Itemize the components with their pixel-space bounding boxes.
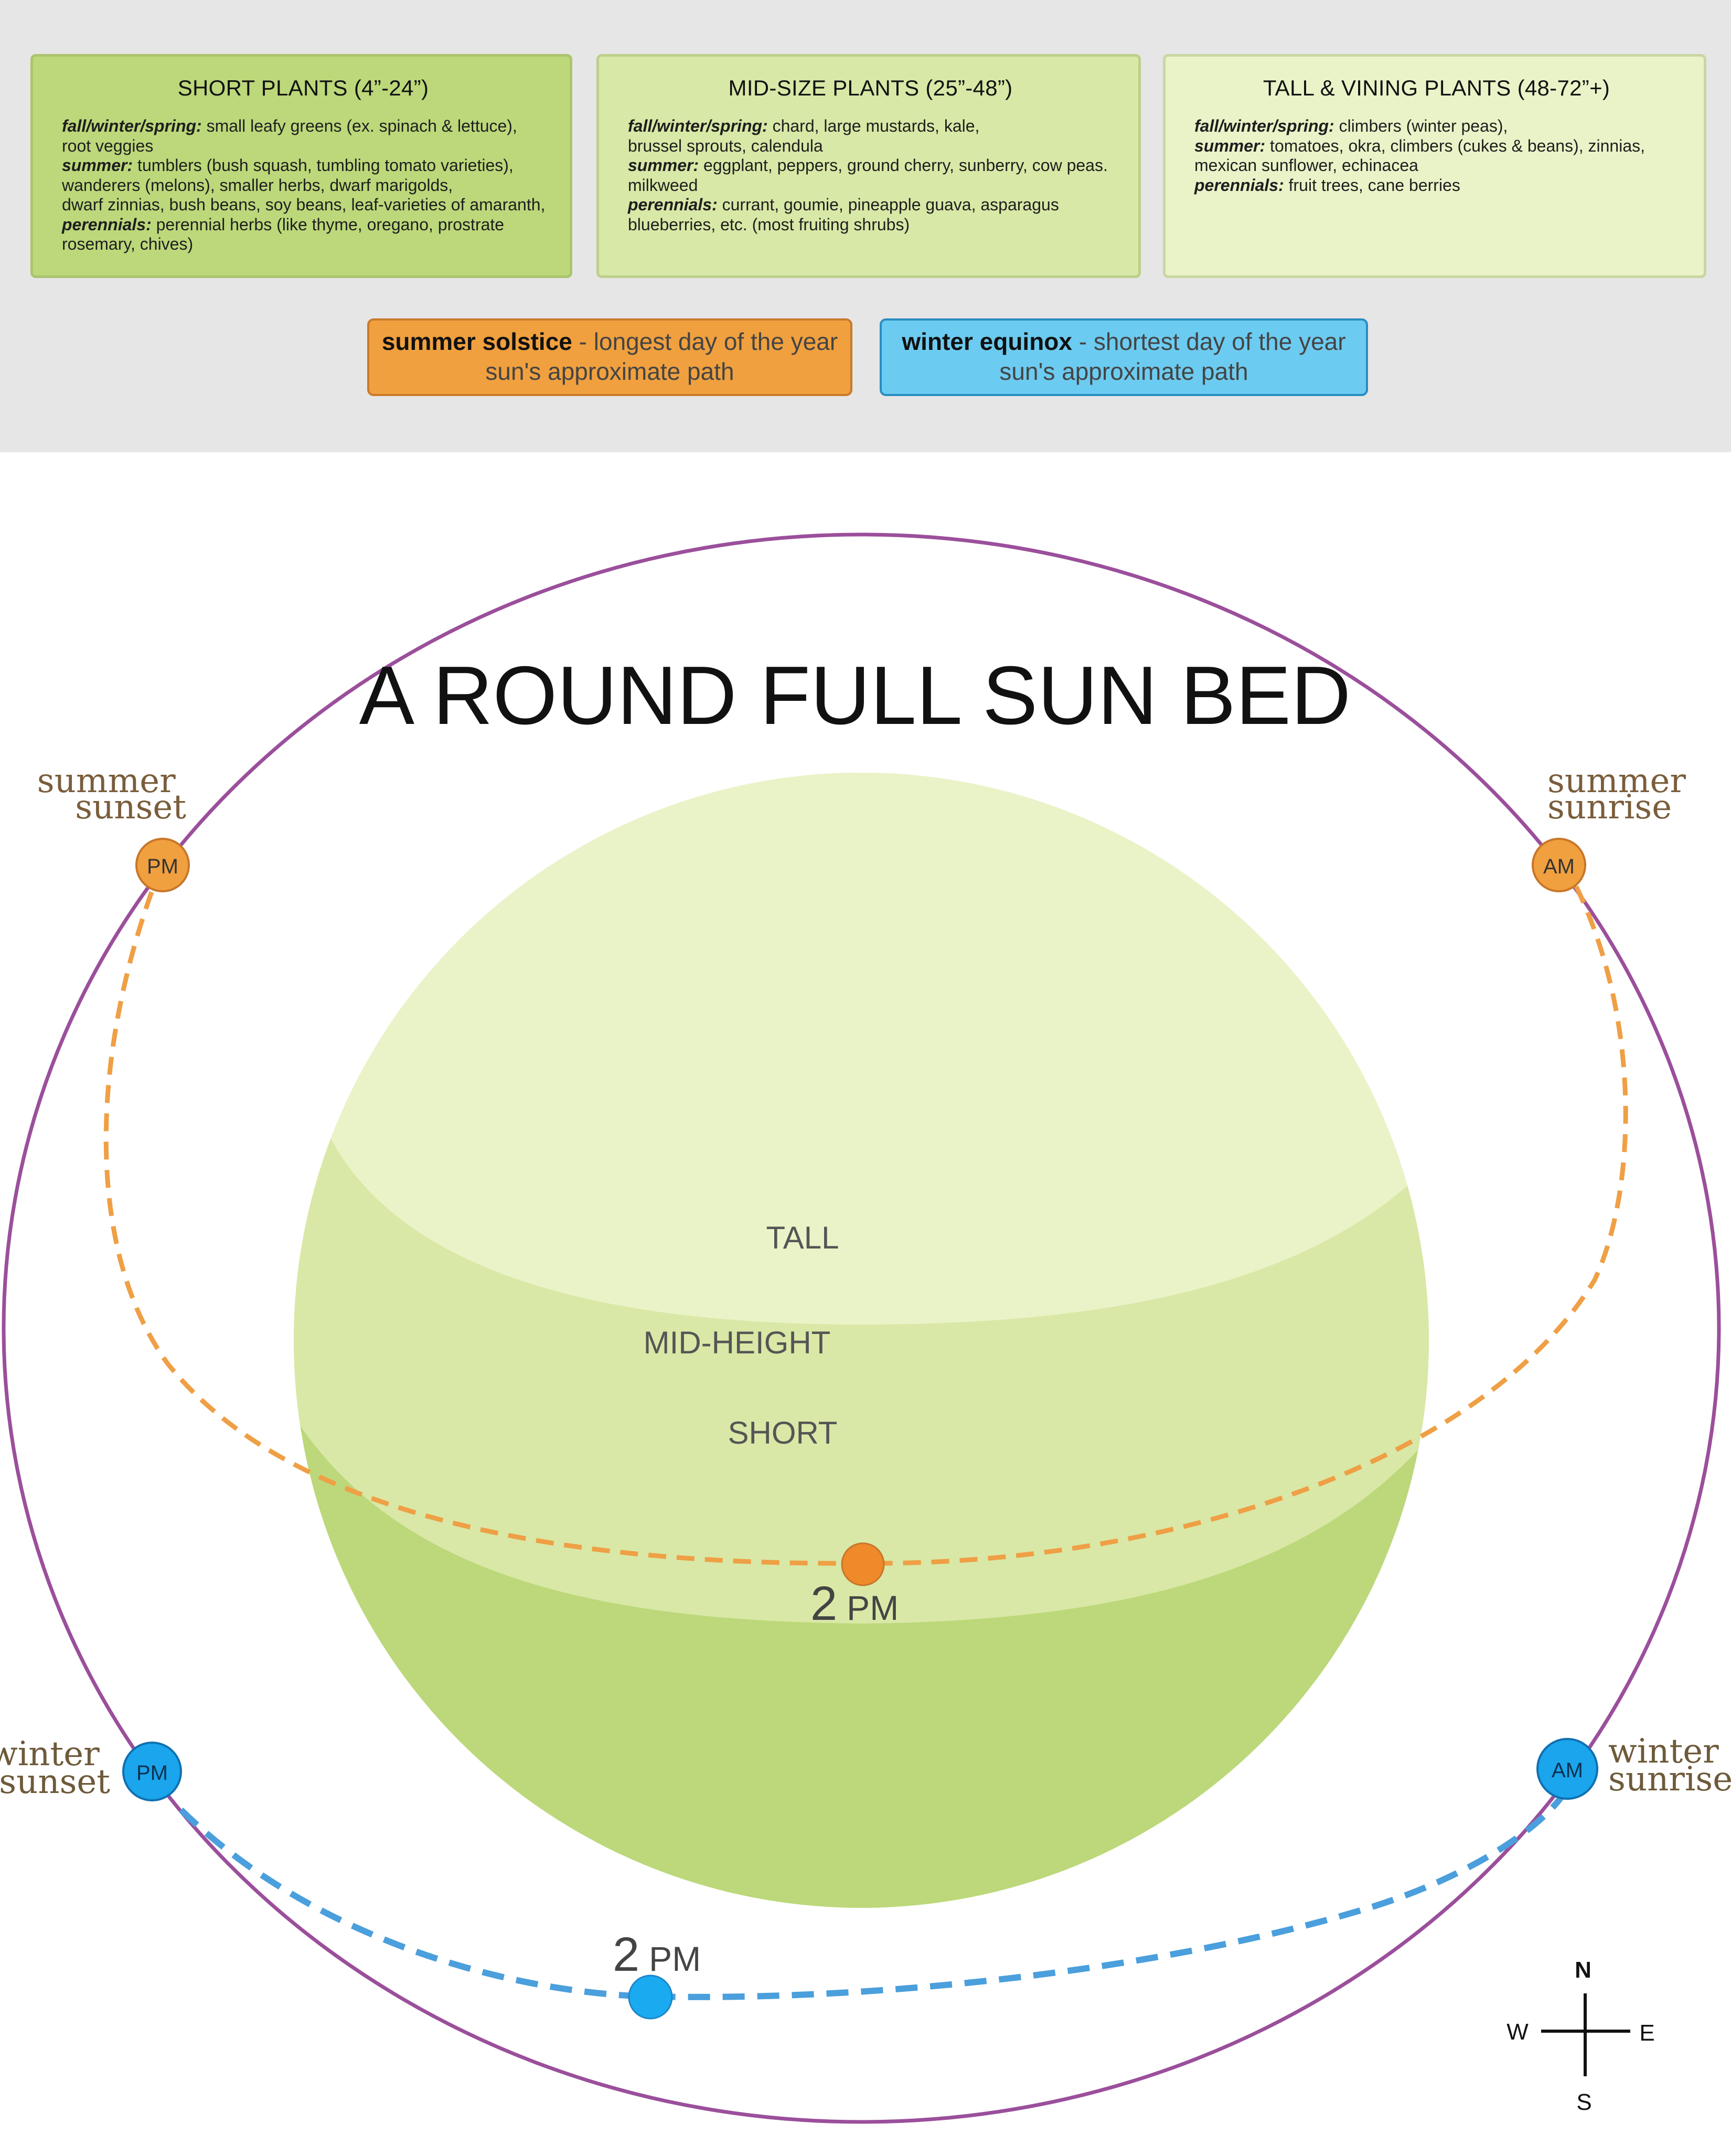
zone-label-tall: TALL bbox=[766, 1220, 839, 1255]
legend-line: winter equinox - shortest day of the yea… bbox=[882, 327, 1366, 357]
zone-label-short: SHORT bbox=[728, 1415, 838, 1450]
legend-separator: - bbox=[1072, 328, 1094, 355]
card-line: summer: eggplant, peppers, ground cherry… bbox=[628, 156, 1113, 176]
card-title: MID-SIZE PLANTS (25”-48”) bbox=[728, 76, 1013, 100]
card-line: fall/winter/spring: small leafy greens (… bbox=[62, 116, 544, 136]
legend-description: longest day of the year bbox=[593, 328, 838, 355]
compass-north: N bbox=[1575, 1957, 1591, 1983]
summer-sunset-sun bbox=[135, 838, 190, 892]
compass-east: E bbox=[1639, 2020, 1654, 2046]
plant-list-text: climbers (winter peas), bbox=[1334, 116, 1508, 135]
season-label: fall/winter/spring: bbox=[1194, 116, 1334, 135]
plant-list-text: rosemary, chives) bbox=[62, 234, 194, 253]
card-body: fall/winter/spring: climbers (winter pea… bbox=[1194, 116, 1679, 195]
winter-sunset-marker: PM bbox=[136, 1762, 168, 1785]
legend-winter-equinox: winter equinox - shortest day of the yea… bbox=[880, 318, 1368, 396]
legend-key: winter equinox bbox=[902, 328, 1072, 355]
plant-list-text: chard, large mustards, kale, bbox=[767, 116, 980, 135]
compass-west: W bbox=[1506, 2019, 1529, 2045]
plant-list-text: small leafy greens (ex. spinach & lettuc… bbox=[201, 116, 517, 135]
card-title: SHORT PLANTS (4”-24”) bbox=[177, 76, 429, 100]
outer-ring bbox=[2, 532, 1721, 2124]
plant-list-text: fruit trees, cane berries bbox=[1284, 175, 1460, 195]
garden-bed bbox=[294, 773, 1429, 1908]
legend-summer-solstice: summer solstice - longest day of the yea… bbox=[367, 318, 852, 396]
summer-sunrise-marker: AM bbox=[1543, 855, 1575, 878]
season-label: perennials: bbox=[628, 195, 718, 214]
plant-list-text: eggplant, peppers, ground cherry, sunber… bbox=[699, 156, 1108, 175]
legend-separator: - bbox=[572, 328, 594, 355]
card-title: TALL & VINING PLANTS (48-72”+) bbox=[1263, 76, 1610, 100]
winter-sun-path bbox=[178, 1785, 1572, 2000]
summer-2pm-sun bbox=[841, 1542, 885, 1586]
zone-tall-fill bbox=[294, 773, 1429, 1325]
card-short-plants: SHORT PLANTS (4”-24”) fall/winter/spring… bbox=[30, 54, 572, 278]
plant-list-text: tomatoes, okra, climbers (cukes & beans)… bbox=[1265, 136, 1645, 155]
compass-rose: N S W E bbox=[1506, 1957, 1654, 2115]
season-label: summer: bbox=[628, 156, 699, 175]
season-label: perennials: bbox=[62, 215, 152, 234]
card-line: mexican sunflower, echinacea bbox=[1194, 156, 1679, 176]
card-line: perennials: perennial herbs (like thyme,… bbox=[62, 215, 544, 235]
legend-line: summer solstice - longest day of the yea… bbox=[369, 327, 850, 357]
plant-list-text: brussel sprouts, calendula bbox=[628, 136, 823, 155]
card-body: fall/winter/spring: chard, large mustard… bbox=[628, 116, 1113, 234]
summer-sunset-label: summer sunset bbox=[37, 762, 187, 827]
winter-sunrise-sun bbox=[1536, 1738, 1598, 1800]
card-line: perennials: fruit trees, cane berries bbox=[1194, 176, 1679, 196]
plant-list-text: milkweed bbox=[628, 175, 698, 195]
winter-sunset-label: winter sunset bbox=[0, 1735, 110, 1801]
season-label: summer: bbox=[62, 156, 133, 175]
card-line: fall/winter/spring: chard, large mustard… bbox=[628, 116, 1113, 136]
compass-south: S bbox=[1576, 2089, 1591, 2115]
plant-list-text: root veggies bbox=[62, 136, 154, 155]
card-line: summer: tumblers (bush squash, tumbling … bbox=[62, 156, 544, 176]
card-line: blueberries, etc. (most fruiting shrubs) bbox=[628, 215, 1113, 235]
winter-2pm-sun bbox=[628, 1974, 673, 2020]
plant-list-text: dwarf zinnias, bush beans, soy beans, le… bbox=[62, 195, 546, 214]
winter-sunrise-label: winter sunrise bbox=[1608, 1732, 1731, 1799]
legend-description: shortest day of the year bbox=[1093, 328, 1346, 355]
card-mid-size-plants: MID-SIZE PLANTS (25”-48”) fall/winter/sp… bbox=[596, 54, 1141, 278]
plant-list-text: blueberries, etc. (most fruiting shrubs) bbox=[628, 215, 910, 234]
card-tall-vining-plants: TALL & VINING PLANTS (48-72”+) fall/wint… bbox=[1163, 54, 1706, 278]
winter-sunset-sun bbox=[122, 1742, 182, 1801]
card-body: fall/winter/spring: small leafy greens (… bbox=[62, 116, 546, 254]
summer-sunset-marker: PM bbox=[147, 855, 178, 878]
card-line: wanderers (melons), smaller herbs, dwarf… bbox=[62, 176, 544, 196]
plant-list-text: currant, goumie, pineapple guava, aspara… bbox=[717, 195, 1059, 214]
season-label: fall/winter/spring: bbox=[628, 116, 768, 135]
season-label: summer: bbox=[1194, 136, 1266, 155]
card-line: rosemary, chives) bbox=[62, 234, 544, 254]
diagram-title: A ROUND FULL SUN BED bbox=[359, 649, 1351, 742]
card-line: fall/winter/spring: climbers (winter pea… bbox=[1194, 116, 1679, 136]
card-line: root veggies bbox=[62, 136, 544, 156]
summer-sunrise-label: summer sunrise bbox=[1547, 762, 1696, 827]
season-label: perennials: bbox=[1194, 175, 1284, 195]
plant-list-text: tumblers (bush squash, tumbling tomato v… bbox=[133, 156, 514, 175]
card-line: perennials: currant, goumie, pineapple g… bbox=[628, 195, 1113, 215]
season-label: fall/winter/spring: bbox=[62, 116, 202, 135]
plant-list-text: wanderers (melons), smaller herbs, dwarf… bbox=[62, 175, 453, 195]
winter-sunrise-marker: AM bbox=[1552, 1759, 1583, 1782]
plant-list-text: mexican sunflower, echinacea bbox=[1194, 156, 1418, 175]
plant-list-text: perennial herbs (like thyme, oregano, pr… bbox=[151, 215, 505, 234]
legend-subtitle: sun's approximate path bbox=[999, 358, 1248, 385]
legend-subtitle: sun's approximate path bbox=[485, 358, 734, 385]
summer-sunrise-sun bbox=[1532, 838, 1586, 892]
card-line: summer: tomatoes, okra, climbers (cukes … bbox=[1194, 136, 1679, 156]
card-line: dwarf zinnias, bush beans, soy beans, le… bbox=[62, 195, 546, 215]
card-line: milkweed bbox=[628, 176, 1113, 196]
zone-label-mid: MID-HEIGHT bbox=[644, 1325, 831, 1360]
card-line: brussel sprouts, calendula bbox=[628, 136, 1113, 156]
legend-key: summer solstice bbox=[381, 328, 572, 355]
